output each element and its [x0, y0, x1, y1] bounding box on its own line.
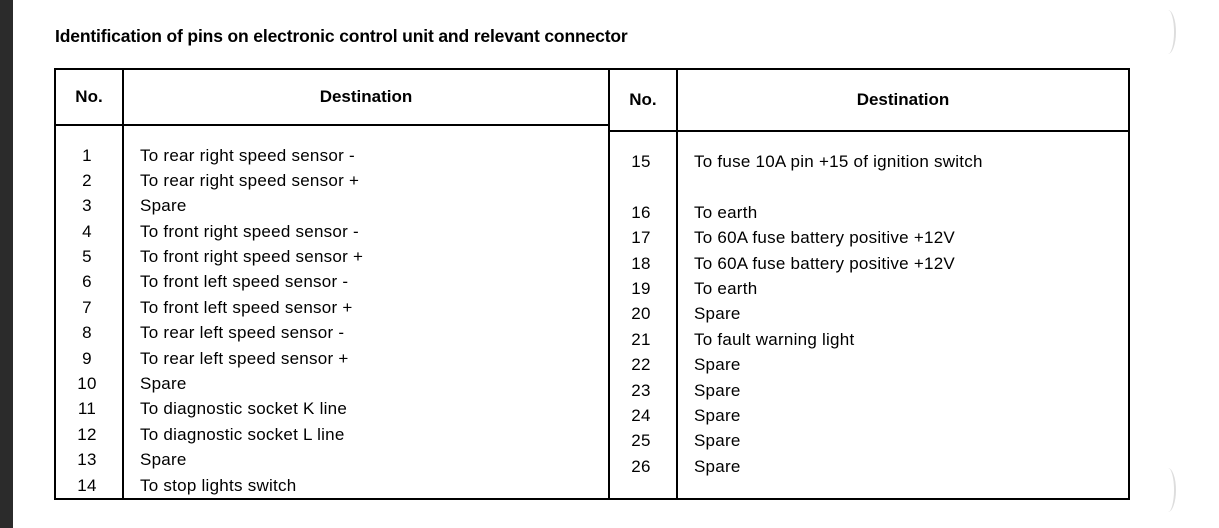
pin-number-cell: 4: [82, 221, 92, 241]
destination-list-left: To rear right speed sensor - To rear righ…: [124, 143, 608, 498]
destination-cell: To fault warning light: [693, 329, 855, 349]
pin-number-cell: 2: [82, 170, 92, 190]
destination-cell: Spare: [693, 304, 741, 324]
pin-number-cell: 7: [82, 297, 92, 317]
pin-number-cell: 3: [82, 196, 92, 216]
pin-number-cell: 23: [631, 380, 651, 400]
column-destination-right: Destination To fuse 10A pin +15 of ignit…: [677, 70, 1128, 498]
destination-cell: To front left speed sensor +: [140, 297, 353, 317]
pin-number-cell: 11: [77, 399, 97, 419]
column-no-right: No. 15 16 17 18 19 20 21 22 23 24 25 26: [609, 70, 678, 498]
destination-cell: To rear right speed sensor +: [140, 170, 360, 190]
destination-cell: To fuse 10A pin +15 of ignition switch: [693, 152, 983, 171]
pin-number-list-right: 15 16 17 18 19 20 21 22 23 24 25 26: [610, 149, 676, 479]
pin-number-cell: 18: [631, 253, 651, 273]
scan-mark-top-right-icon: [1160, 10, 1176, 54]
pin-number-cell: 5: [82, 247, 92, 267]
pin-number-cell: 14: [77, 475, 97, 495]
table-half-right: No. 15 16 17 18 19 20 21 22 23 24 25 26 Destinatio…: [607, 70, 1128, 498]
column-header-no-left: No.: [56, 70, 122, 126]
pin-number-cell: 10: [77, 374, 97, 394]
destination-cell: Spare: [140, 196, 187, 216]
pin-number-cell: 15: [631, 152, 651, 171]
destination-cell: Spare: [140, 450, 187, 470]
destination-cell: Spare: [693, 355, 741, 375]
pin-number-cell: 21: [631, 329, 651, 349]
pin-number-cell: 12: [77, 424, 97, 444]
destination-cell: To stop lights switch: [140, 475, 297, 495]
pin-number-cell: 26: [631, 456, 651, 476]
pin-number-cell: 25: [631, 431, 651, 451]
pin-number-cell: 8: [82, 323, 92, 343]
destination-cell: To diagnostic socket L line: [140, 424, 345, 444]
destination-cell: To front right speed sensor -: [140, 221, 359, 241]
scan-mark-bottom-right-icon: [1160, 468, 1176, 512]
destination-cell: Spare: [693, 431, 741, 451]
destination-cell: To rear right speed sensor -: [140, 145, 355, 165]
destination-cell: Spare: [693, 456, 741, 476]
pin-number-cell: 9: [82, 348, 92, 368]
destination-cell: To diagnostic socket K line: [140, 399, 348, 419]
column-body-destination-right: To fuse 10A pin +15 of ignition switch T…: [678, 132, 1128, 498]
pin-number-cell: 17: [631, 228, 651, 248]
pin-number-cell: 1: [82, 145, 92, 165]
pin-number-cell: 20: [631, 304, 651, 324]
page-title: Identification of pins on electronic con…: [55, 26, 628, 46]
pin-number-cell: 13: [77, 450, 97, 470]
destination-cell: To front right speed sensor +: [140, 247, 364, 267]
destination-cell: Spare: [693, 380, 741, 400]
column-body-no-right: 15 16 17 18 19 20 21 22 23 24 25 26: [610, 132, 676, 498]
destination-cell: To front left speed sensor -: [140, 272, 349, 292]
pin-number-cell: 22: [631, 355, 651, 375]
destination-cell: To rear left speed sensor -: [140, 323, 345, 343]
destination-cell: Spare: [693, 405, 741, 425]
column-destination-left: Destination To rear right speed sensor -…: [124, 70, 608, 498]
column-header-destination-right: Destination: [677, 70, 1128, 132]
destination-list-right: To fuse 10A pin +15 of ignition switch T…: [678, 149, 1128, 479]
destination-cell: To rear left speed sensor +: [140, 348, 349, 368]
pin-number-cell: 16: [631, 202, 651, 222]
destination-cell: To 60A fuse battery positive +12V: [693, 253, 956, 273]
destination-cell: Spare: [140, 374, 187, 394]
destination-cell: To 60A fuse battery positive +12V: [693, 228, 956, 248]
column-header-no-right: No.: [609, 70, 676, 132]
column-body-destination-left: To rear right speed sensor - To rear righ…: [124, 126, 608, 498]
pin-number-cell: 19: [631, 278, 651, 298]
destination-cell: To earth: [693, 202, 758, 222]
destination-cell: To earth: [693, 278, 758, 298]
column-header-destination-left: Destination: [124, 70, 608, 126]
pin-number-cell: 24: [631, 405, 651, 425]
scan-edge-artifact: [0, 0, 13, 528]
pin-number-cell: 6: [82, 272, 92, 292]
